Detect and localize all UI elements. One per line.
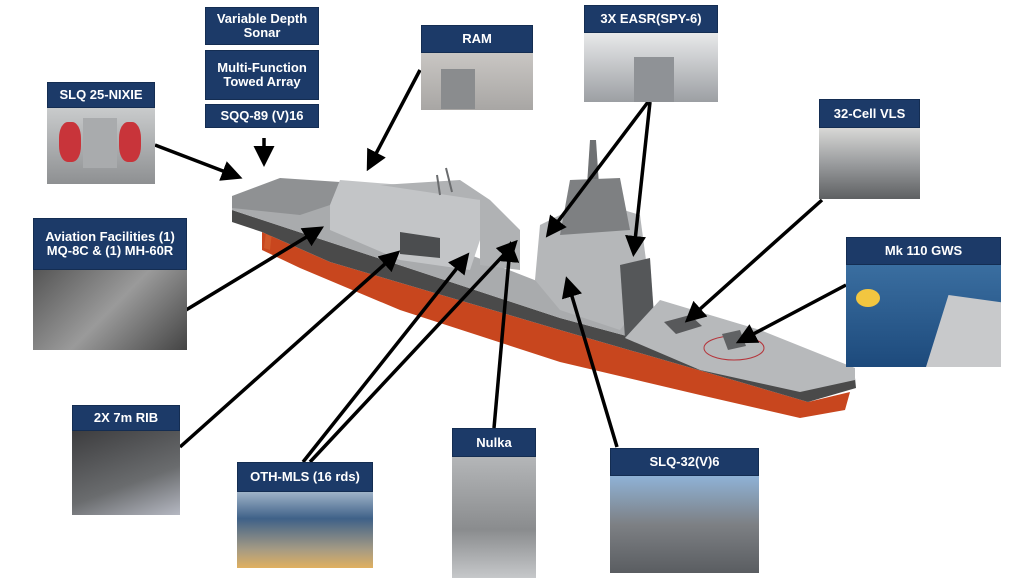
label-slq32-v6: SLQ-32(V)6 (610, 448, 759, 476)
callout-slq25-nixie: SLQ 25-NIXIE (47, 82, 155, 184)
mk110-photo (846, 265, 1001, 367)
callout-oth-mls: OTH-MLS (16 rds) (237, 462, 373, 568)
rib-photo (72, 431, 180, 515)
aviation-photo (33, 270, 187, 350)
label-slq25-nixie: SLQ 25-NIXIE (47, 82, 155, 108)
callout-mk110-gws: Mk 110 GWS (846, 237, 1001, 367)
callout-ram: RAM (421, 25, 533, 110)
label-oth-mls: OTH-MLS (16 rds) (237, 462, 373, 492)
callout-aviation-facilities: Aviation Facilities (1) MQ-8C & (1) MH-6… (33, 218, 187, 350)
label-32-cell-vls: 32-Cell VLS (819, 99, 920, 128)
label-sqq-89: SQQ-89 (V)16 (205, 104, 319, 128)
label-mk110-gws: Mk 110 GWS (846, 237, 1001, 265)
label-multi-function-towed-array: Multi-Function Towed Array (205, 50, 319, 100)
callout-rib: 2X 7m RIB (72, 405, 180, 515)
nulka-photo (452, 457, 536, 578)
callout-nulka: Nulka (452, 428, 536, 578)
callout-easr: 3X EASR(SPY-6) (584, 5, 718, 102)
ram-photo (421, 53, 533, 110)
label-rib: 2X 7m RIB (72, 405, 180, 431)
easr-photo (584, 33, 718, 102)
label-aviation-facilities: Aviation Facilities (1) MQ-8C & (1) MH-6… (33, 218, 187, 270)
label-easr-spy6: 3X EASR(SPY-6) (584, 5, 718, 33)
label-variable-depth-sonar: Variable Depth Sonar (205, 7, 319, 45)
nixie-photo (47, 108, 155, 184)
label-ram: RAM (421, 25, 533, 53)
oth-mls-photo (237, 492, 373, 568)
slq32-photo (610, 476, 759, 573)
vls-photo (819, 128, 920, 199)
label-nulka: Nulka (452, 428, 536, 457)
callout-slq32: SLQ-32(V)6 (610, 448, 759, 573)
callout-vls: 32-Cell VLS (819, 99, 920, 199)
